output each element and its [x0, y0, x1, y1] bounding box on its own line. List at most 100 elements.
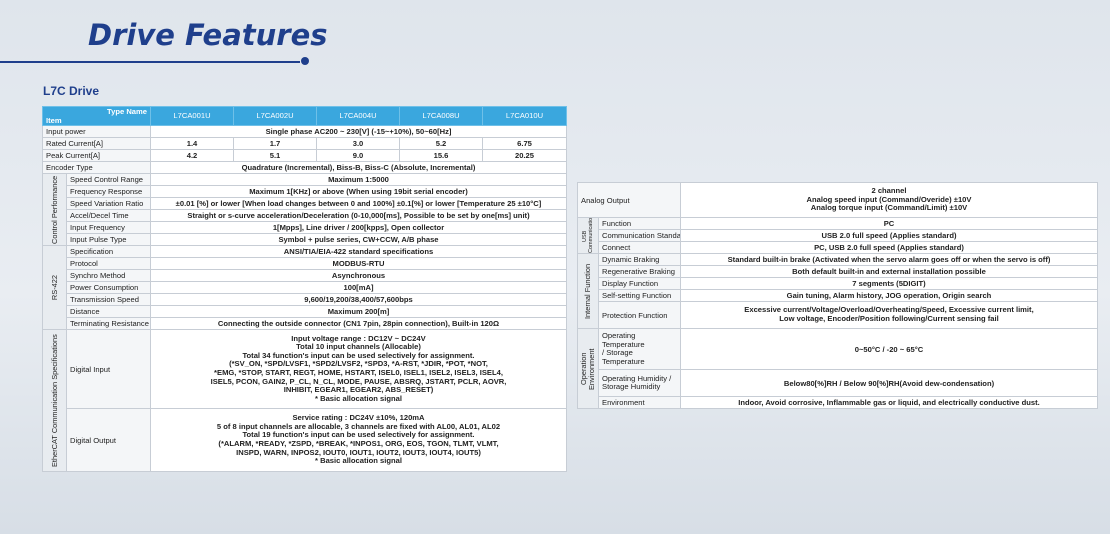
row-label: Function [598, 217, 681, 230]
cell-value: 15.6 [399, 149, 483, 162]
table-row: EtherCAT Communication Specifications Di… [42, 329, 567, 472]
row-label: Input Pulse Type [66, 233, 151, 246]
row-label: Input power [42, 125, 151, 138]
table-corner-header: Type Name Item [42, 106, 151, 126]
row-value: Asynchronous [150, 269, 567, 282]
row-label: Connect [598, 241, 681, 254]
row-value: 0~50°C / -20 ~ 65°C [680, 327, 1098, 371]
row-value: Single phase AC200 ~ 230[V] (-15~+10%), … [150, 125, 567, 138]
row-value: Maximum 1[KHz] or above (When using 19bi… [150, 185, 567, 198]
row-value: Quadrature (Incremental), Biss-B, Biss-C… [150, 161, 567, 174]
table-row: Environment Indoor, Avoid corrosive, Inf… [578, 396, 1098, 410]
cell-value: 20.25 [482, 149, 567, 162]
table-row: RS-422 Specification ANSI/TIA/EIA-422 st… [42, 245, 567, 330]
model-header: L7CA010U [482, 106, 567, 126]
cell-value: 5.1 [233, 149, 317, 162]
row-value: Maximum 1:5000 [150, 173, 567, 186]
row-label: Dynamic Braking [598, 253, 681, 266]
row-value: 100[mA] [150, 281, 567, 294]
category-operation-environment: Operation Environment [577, 327, 599, 410]
category-internal-function: Internal Function [577, 253, 599, 329]
table-row: Connect PC, USB 2.0 full speed (Applies … [578, 241, 1098, 254]
table-row: Power Consumption 100[mA] [43, 281, 567, 294]
row-label: Input Frequency [66, 221, 151, 234]
row-value: 7 segments (5DIGIT) [680, 277, 1098, 290]
row-label: Environment [598, 396, 681, 410]
row-value: Straight or s-curve acceleration/Deceler… [150, 209, 567, 222]
row-value: Symbol + pulse series, CW+CCW, A/B phase [150, 233, 567, 246]
table-row: Transmission Speed 9,600/19,200/38,400/5… [43, 293, 567, 306]
table-row: Synchro Method Asynchronous [43, 269, 567, 282]
analog-output-value: 2 channel Analog speed input (Command/Ov… [680, 182, 1098, 218]
row-value: ANSI/TIA/EIA-422 standard specifications [150, 245, 567, 258]
row-value: Maximum 200[m] [150, 305, 567, 318]
table-row: Control Performance Speed Control Range … [42, 173, 567, 246]
row-label: Analog Output [577, 182, 681, 218]
row-label: Frequency Response [66, 185, 151, 198]
cell-value: 4.2 [150, 149, 234, 162]
category-ethercat: EtherCAT Communication Specifications [42, 329, 67, 472]
row-label: Synchro Method [66, 269, 151, 282]
row-label: Protocol [66, 257, 151, 270]
table-row: Input Frequency 1[Mpps], Line driver / 2… [43, 221, 567, 234]
right-spec-table: Analog Output 2 channel Analog speed inp… [577, 182, 1098, 410]
category-control-performance: Control Performance [42, 173, 67, 246]
table-row: USB Communication Function PC [577, 217, 1098, 254]
row-label: Speed Variation Ratio [66, 197, 151, 210]
table-row: Encoder Type Quadrature (Incremental), B… [42, 161, 567, 174]
table-row: Regenerative Braking Both default built-… [578, 265, 1098, 278]
row-label: Transmission Speed [66, 293, 151, 306]
table-row: Communication Standard USB 2.0 full spee… [578, 229, 1098, 242]
row-label: Power Consumption [66, 281, 151, 294]
row-value: MODBUS-RTU [150, 257, 567, 270]
table-row: Digital Output Service rating : DC24V ±1… [43, 408, 567, 472]
title-underline [0, 61, 300, 63]
category-rs-422: RS-422 [42, 245, 67, 330]
row-value: 9,600/19,200/38,400/57,600bps [150, 293, 567, 306]
table-row: Operating Humidity / Storage Humidity Be… [578, 369, 1098, 398]
row-value: Standard built-in brake (Activated when … [680, 253, 1098, 266]
row-label: Distance [66, 305, 151, 318]
row-label: Encoder Type [42, 161, 151, 174]
row-value: USB 2.0 full speed (Applies standard) [680, 229, 1098, 242]
page-title: Drive Features [88, 18, 328, 52]
cell-value: 6.75 [482, 137, 567, 150]
row-value: Below80[%]RH / Below 90[%]RH(Avoid dew-c… [680, 369, 1098, 398]
row-value: Both default built-in and external insta… [680, 265, 1098, 278]
row-label: Speed Control Range [66, 173, 151, 186]
model-header: L7CA001U [150, 106, 234, 126]
cell-value: 1.4 [150, 137, 234, 150]
row-label: Operating Humidity / Storage Humidity [598, 369, 681, 398]
table-row: Peak Current[A] 4.2 5.1 9.0 15.6 20.25 [42, 149, 567, 162]
corner-type-name: Type Name [107, 107, 147, 117]
row-value: Indoor, Avoid corrosive, Inflammable gas… [680, 396, 1098, 410]
row-value: 1[Mpps], Line driver / 200[kpps], Open c… [150, 221, 567, 234]
row-label: Regenerative Braking [598, 265, 681, 278]
row-value: Connecting the outside connector (CN1 7p… [150, 317, 567, 330]
table-row: Operation Environment Operating Temperat… [577, 327, 1098, 410]
row-label: Specification [66, 245, 151, 258]
cell-value: 1.7 [233, 137, 317, 150]
table-row: Display Function 7 segments (5DIGIT) [578, 277, 1098, 290]
table-row: Speed Variation Ratio ±0.01 [%] or lower… [43, 197, 567, 210]
digital-output-value: Service rating : DC24V ±10%, 120mA 5 of … [150, 408, 567, 472]
corner-item: Item [46, 116, 62, 125]
row-label: Communication Standard [598, 229, 681, 242]
row-value: Gain tuning, Alarm history, JOG operatio… [680, 289, 1098, 302]
table-row: Distance Maximum 200[m] [43, 305, 567, 318]
table-row: Internal Function Dynamic Braking Standa… [577, 253, 1098, 329]
row-label: Display Function [598, 277, 681, 290]
row-label: Accel/Decel Time [66, 209, 151, 222]
digital-input-value: Input voltage range : DC12V ~ DC24V Tota… [150, 329, 567, 409]
model-header: L7CA008U [399, 106, 483, 126]
table-row: Protection Function Excessive current/Vo… [578, 301, 1098, 329]
category-usb-communication: USB Communication [577, 217, 599, 254]
row-label: Self-setting Function [598, 289, 681, 302]
left-spec-table: Type Name Item L7CA001U L7CA002U L7CA004… [42, 106, 567, 472]
row-label: Operating Temperature / Storage Temperat… [598, 327, 681, 371]
table-row: Analog Output 2 channel Analog speed inp… [577, 182, 1098, 218]
row-label: Digital Input [66, 329, 151, 409]
table-row: Input power Single phase AC200 ~ 230[V] … [42, 125, 567, 138]
row-label: Terminating Resistance [66, 317, 151, 330]
title-underline-dot [301, 57, 309, 65]
